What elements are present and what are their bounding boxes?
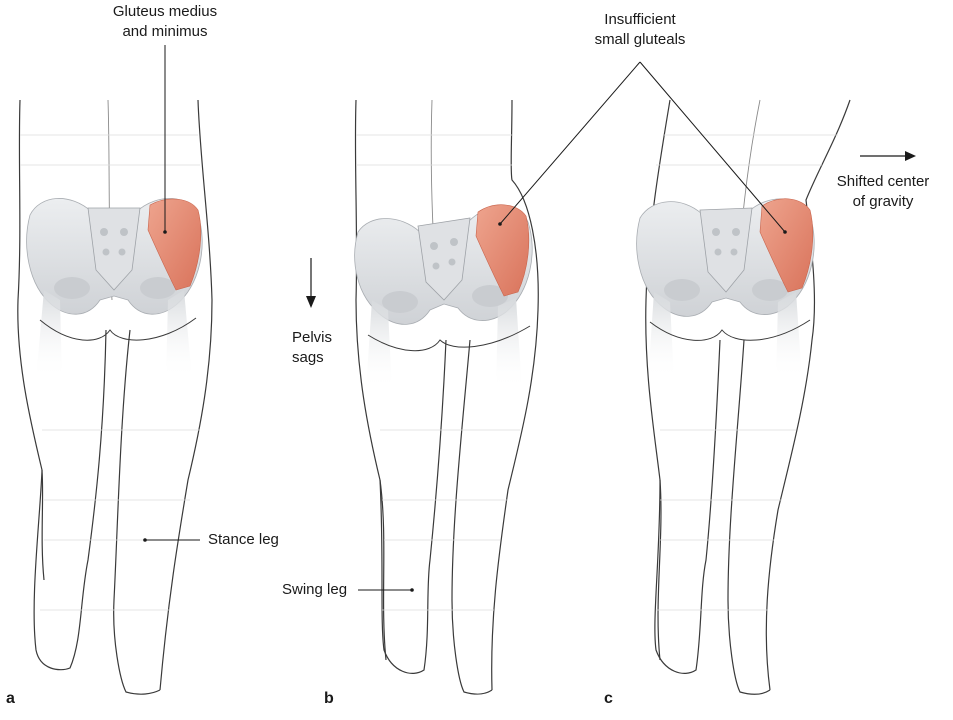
gluteus-leader-dot	[163, 230, 167, 234]
pelvis-sags-label: Pelvis sags	[292, 328, 332, 368]
gluteus-label-line1: Gluteus medius	[95, 2, 235, 22]
figure-b-body	[355, 100, 538, 694]
stance-leg-dot	[143, 538, 147, 542]
stance-leg-label: Stance leg	[208, 530, 279, 550]
panel-label-b: b	[324, 690, 334, 708]
shifted-label-line1: Shifted center	[820, 172, 946, 192]
insufficient-dot-c	[783, 230, 787, 234]
insufficient-label-line2: small gluteals	[575, 30, 705, 50]
insufficient-label-line1: Insufficient	[575, 10, 705, 30]
pelvis-sags-line1: Pelvis	[292, 328, 332, 348]
insufficient-label: Insufficient small gluteals	[575, 10, 705, 50]
gluteus-label-line2: and minimus	[95, 22, 235, 42]
shifted-arrow	[860, 151, 916, 161]
pelvis-sags-line2: sags	[292, 348, 332, 368]
shifted-label: Shifted center of gravity	[820, 172, 946, 212]
insufficient-dot-b	[498, 222, 502, 226]
shifted-label-line2: of gravity	[820, 192, 946, 212]
pelvis-sags-arrow	[306, 258, 316, 308]
insufficient-leader-left	[500, 62, 640, 224]
panel-label-a: a	[6, 690, 15, 708]
figure-a-body	[18, 100, 212, 694]
swing-leg-label: Swing leg	[282, 580, 347, 600]
swing-leg-dot	[410, 588, 414, 592]
gluteus-label: Gluteus medius and minimus	[95, 2, 235, 42]
panel-label-c: c	[604, 690, 613, 708]
